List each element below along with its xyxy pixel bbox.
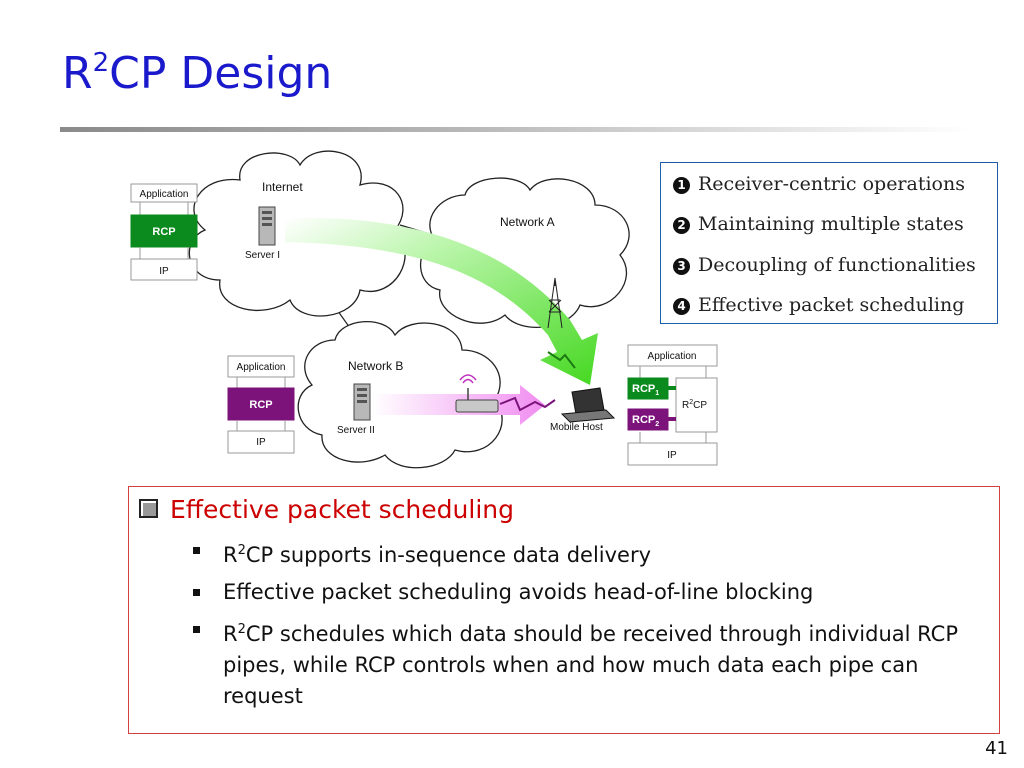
detail-box: Effective packet scheduling R2CP support…: [128, 486, 1000, 734]
number-badge: 4: [673, 298, 690, 315]
server-i-icon: [258, 206, 276, 246]
detail-heading: Effective packet scheduling: [139, 495, 514, 524]
network-a-label: Network A: [500, 215, 555, 229]
stack-internet-ip: IP: [159, 266, 169, 277]
r2cp-label: R2CP: [682, 399, 707, 411]
stack-mobile-app: Application: [648, 351, 697, 362]
page-title: R2CP Design: [62, 48, 333, 99]
page-number: 41: [985, 738, 1008, 759]
server-ii-icon: [353, 383, 371, 421]
mobile-host-label: Mobile Host: [550, 422, 603, 433]
laptop-icon: [560, 387, 616, 423]
checkbox-bullet-icon: [139, 499, 158, 518]
r2cp-architecture-diagram: Internet Network A Network B Server I Se…: [130, 150, 718, 469]
server-ii-label: Server II: [337, 425, 375, 436]
stack-network-b-ip: IP: [256, 437, 266, 448]
stack-internet-rcp: RCP: [152, 226, 175, 238]
protocol-stack-mobile-host: [627, 344, 718, 466]
list-item: R2CP schedules which data should be rece…: [187, 614, 997, 712]
green-flow-arrow: [285, 217, 598, 385]
server-i-label: Server I: [245, 250, 280, 261]
stack-internet-app: Application: [140, 189, 189, 200]
protocol-stack-network-b: [227, 355, 295, 454]
stack-mobile-rcp1: RCP1: [632, 383, 659, 397]
wifi-access-point-icon: [455, 374, 499, 413]
detail-bullet-list: R2CP supports in-sequence data delivery …: [187, 535, 997, 718]
stack-mobile-ip: IP: [667, 450, 677, 461]
cell-tower-icon: [547, 277, 563, 329]
list-item: R2CP supports in-sequence data delivery: [187, 535, 997, 571]
title-divider: [60, 127, 970, 132]
stack-network-b-app: Application: [237, 362, 286, 373]
list-item: Effective packet scheduling avoids head-…: [187, 577, 997, 608]
number-badge: 2: [673, 217, 690, 234]
network-b-label: Network B: [348, 359, 403, 373]
stack-network-b-rcp: RCP: [249, 399, 272, 411]
number-badge: 3: [673, 258, 690, 275]
internet-label: Internet: [262, 180, 303, 194]
stack-mobile-rcp2: RCP2: [632, 414, 659, 428]
number-badge: 1: [673, 177, 690, 194]
protocol-stack-internet: [130, 183, 198, 281]
